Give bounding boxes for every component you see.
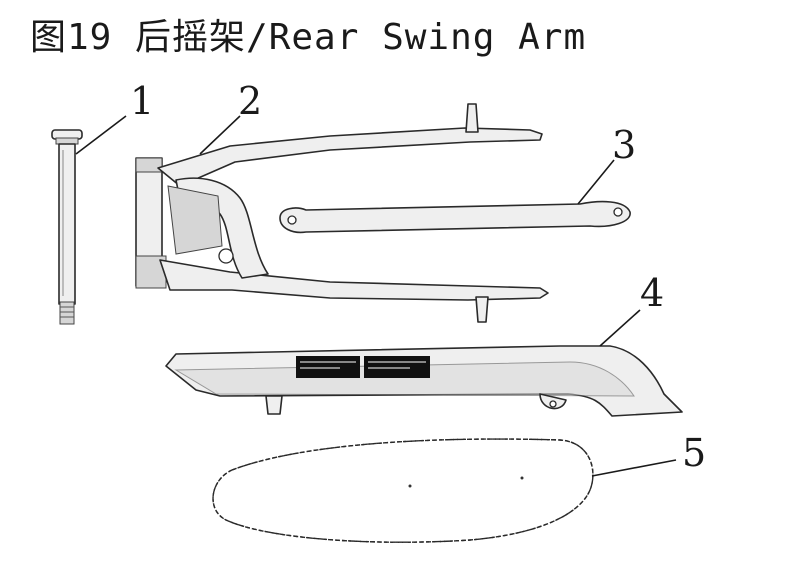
callout-4: 4: [640, 271, 664, 315]
rear-swing-arm: [135, 103, 549, 323]
leader-line-2: [199, 115, 241, 155]
leader-line-4: [599, 309, 641, 347]
leader-line-3: [577, 159, 615, 205]
leader-line-5: [591, 459, 677, 477]
chain-guard: [165, 345, 683, 417]
figure-title: 图19 后摇架/Rear Swing Arm: [30, 17, 587, 58]
leader-line-1: [75, 115, 127, 155]
drive-chain: [212, 438, 594, 543]
leader-lines: [75, 115, 677, 477]
callout-3: 3: [612, 123, 636, 167]
callout-5: 5: [682, 431, 706, 475]
pivot-bolt: [51, 129, 83, 325]
callout-2: 2: [238, 79, 262, 123]
torque-link: [279, 200, 631, 234]
callout-1: 1: [130, 79, 154, 123]
